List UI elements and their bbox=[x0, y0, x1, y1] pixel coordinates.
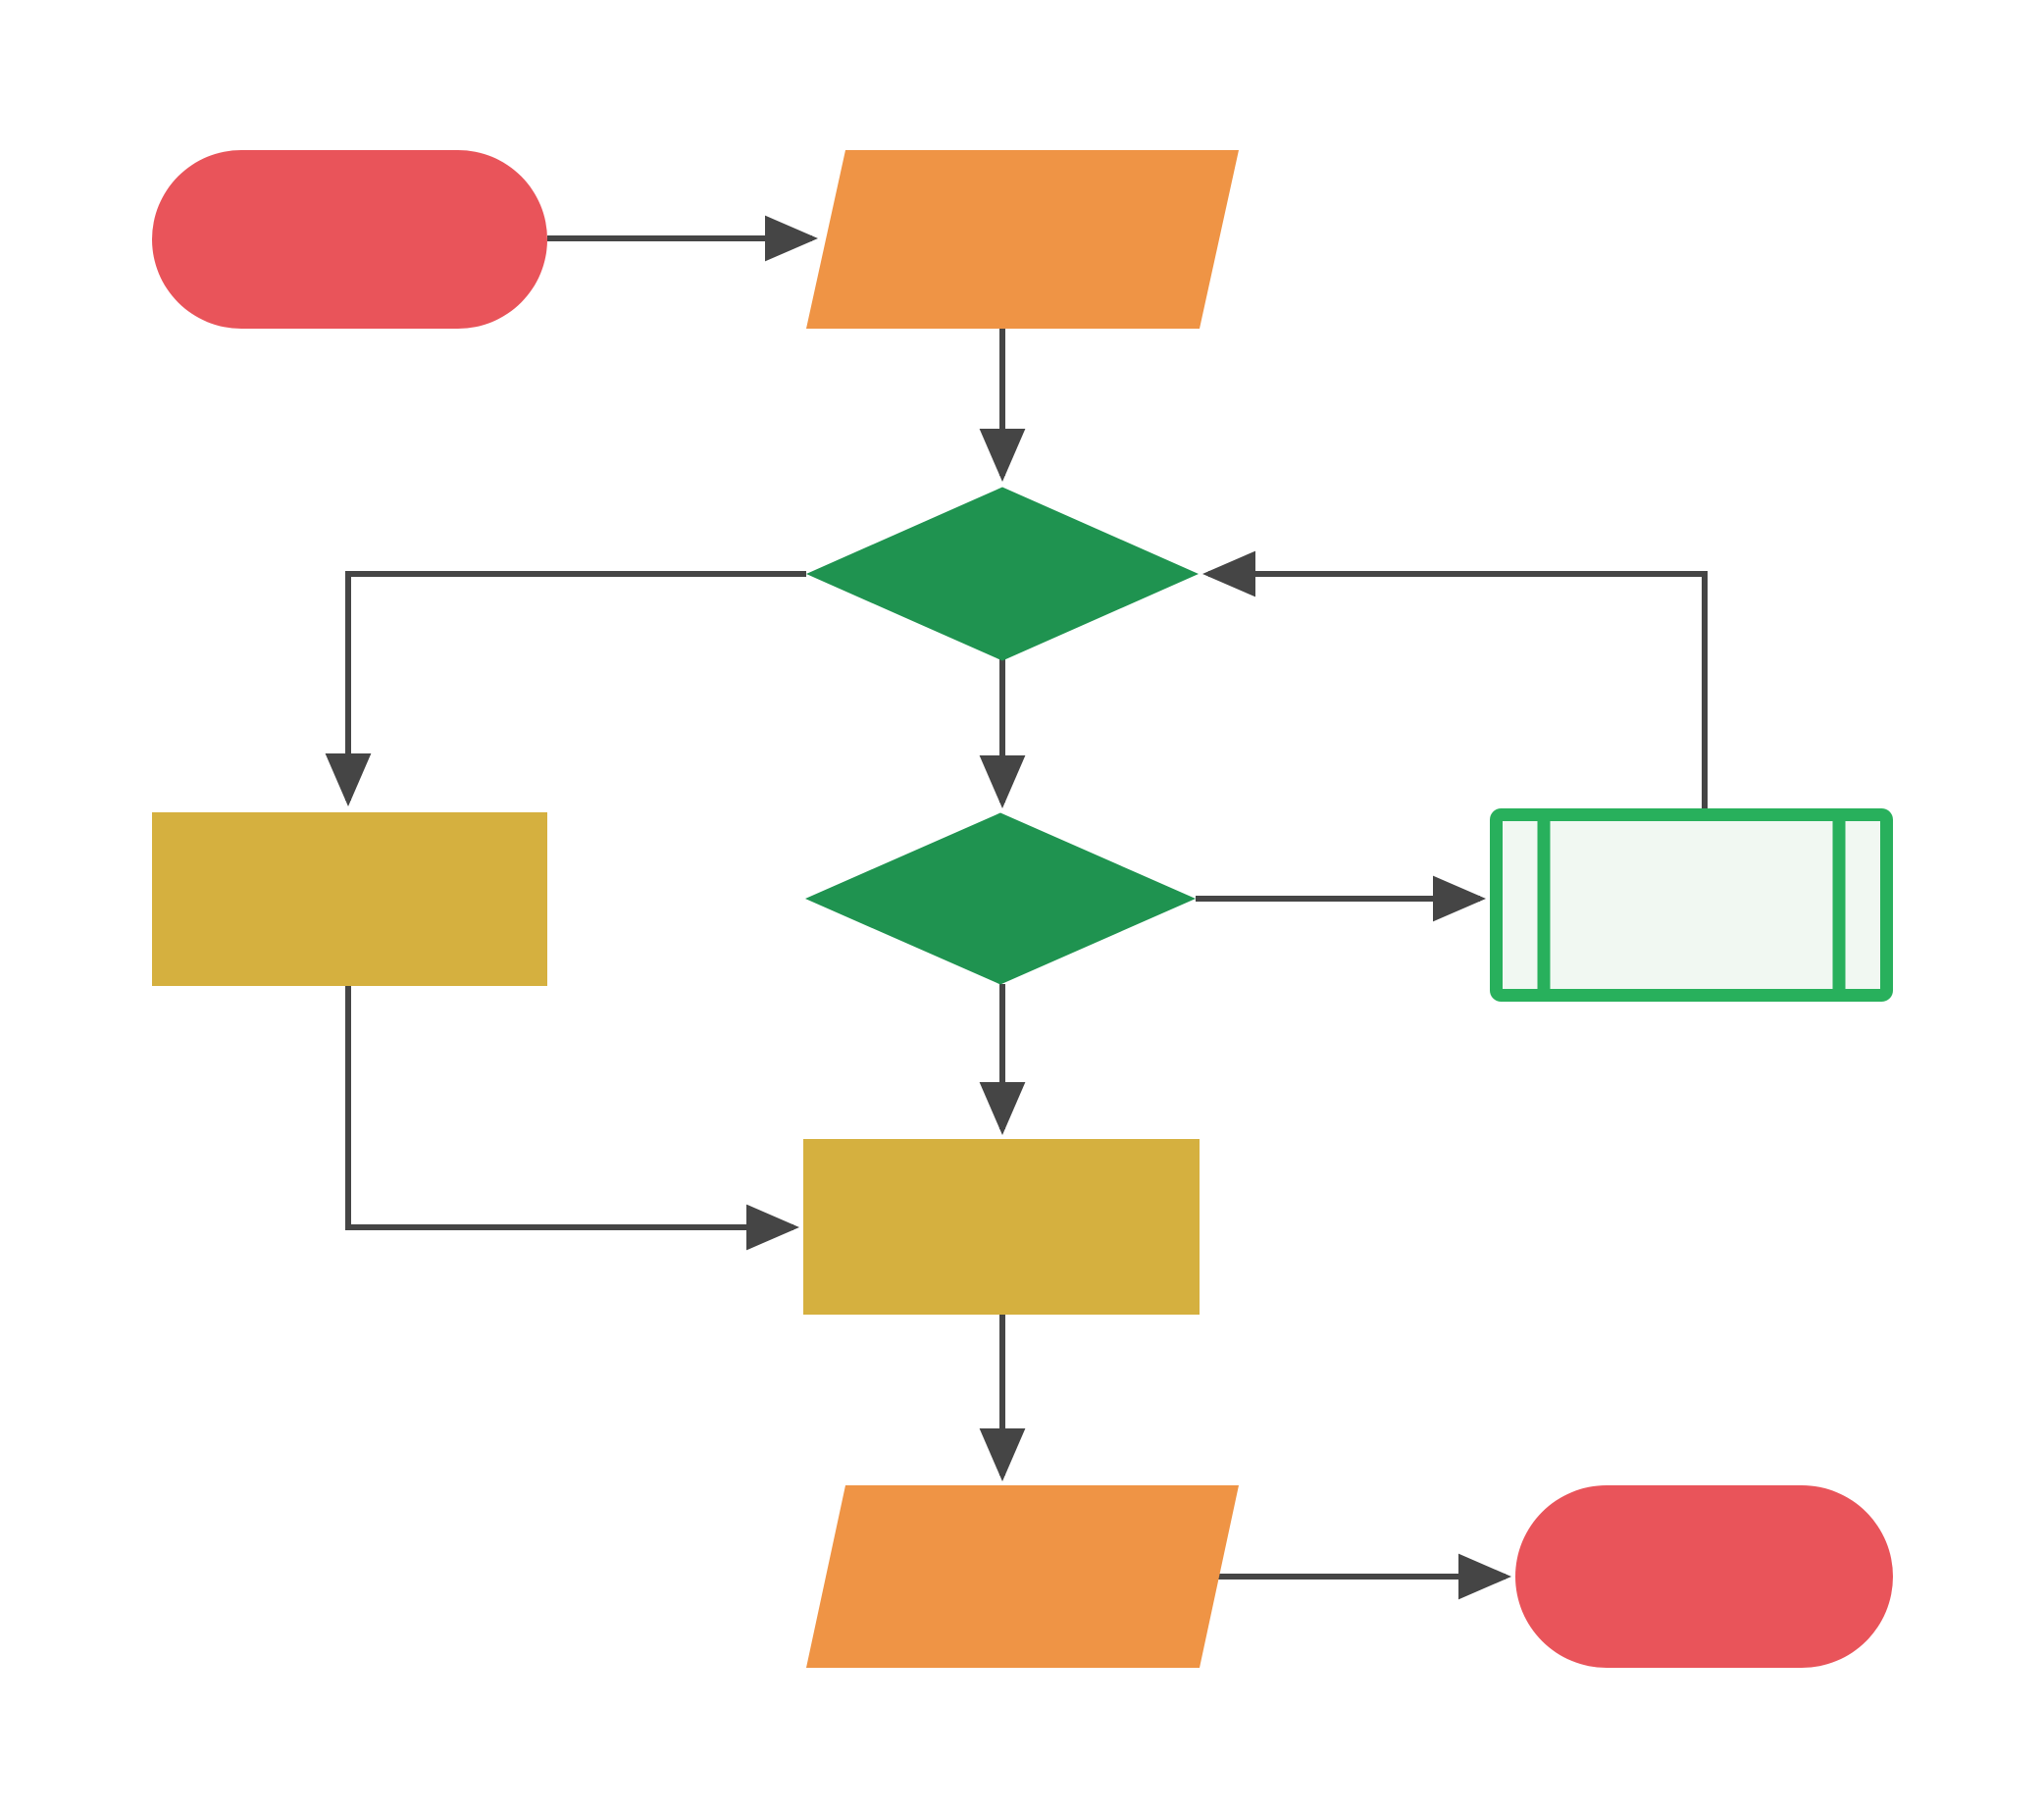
edges-layer bbox=[325, 215, 1708, 1600]
edge-path bbox=[325, 571, 806, 806]
terminal-shape bbox=[1515, 1485, 1893, 1668]
edge-path bbox=[1202, 550, 1708, 808]
io-shape bbox=[806, 1485, 1239, 1668]
decision-two[interactable] bbox=[805, 812, 1196, 985]
process-shape bbox=[803, 1139, 1200, 1315]
decision-shape bbox=[805, 812, 1196, 985]
output-parallelogram[interactable] bbox=[806, 1485, 1239, 1668]
edge-subroutine-to-decision-one bbox=[1202, 550, 1708, 808]
subroutine-outer-rect bbox=[1490, 808, 1893, 1002]
input-parallelogram[interactable] bbox=[806, 150, 1239, 329]
process-shape bbox=[152, 812, 547, 986]
terminal-shape bbox=[152, 150, 547, 329]
start-terminal[interactable] bbox=[152, 150, 547, 329]
decision-shape bbox=[806, 487, 1199, 661]
io-shape bbox=[806, 150, 1239, 329]
subroutine-box[interactable] bbox=[1490, 808, 1893, 1002]
process-main[interactable] bbox=[803, 1139, 1200, 1315]
nodes-layer bbox=[152, 150, 1893, 1668]
edge-process-left-to-process-main bbox=[345, 986, 799, 1251]
process-left[interactable] bbox=[152, 812, 547, 986]
decision-one[interactable] bbox=[806, 487, 1199, 661]
edge-path bbox=[345, 986, 799, 1251]
end-terminal[interactable] bbox=[1515, 1485, 1893, 1668]
edge-decision-one-to-process-left bbox=[325, 571, 806, 806]
